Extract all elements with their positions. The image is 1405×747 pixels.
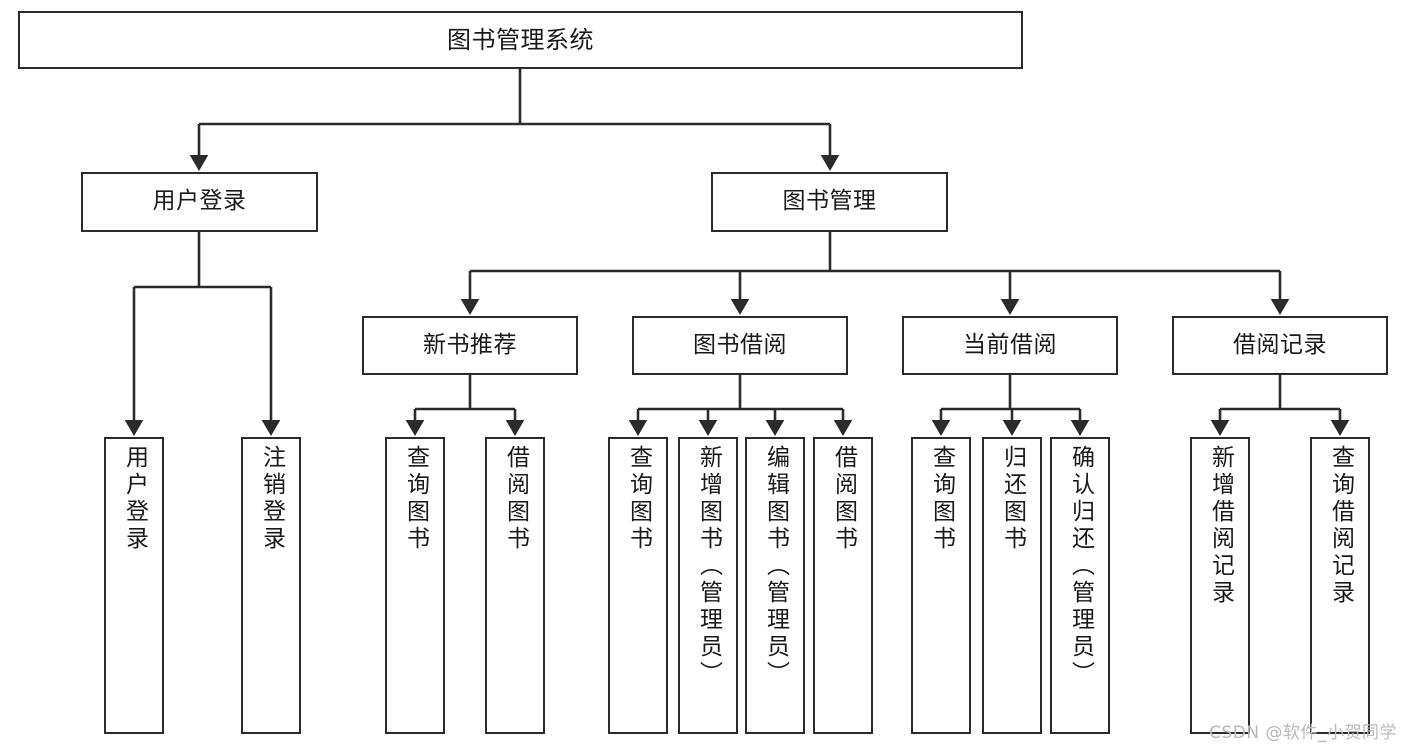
node-label: 用户登录: [152, 188, 247, 215]
node-label: 图书借阅: [693, 331, 787, 358]
node-label: 注销登录: [258, 445, 285, 553]
node-new-book-recommend[interactable]: 新书推荐: [362, 316, 578, 375]
leaf-confirm-return-admin[interactable]: 确认归还（管理员）: [1050, 437, 1110, 734]
node-label: 归还图书: [999, 445, 1026, 553]
leaf-query-book-borrow[interactable]: 查询图书: [608, 437, 668, 734]
leaf-borrow-book-recommend[interactable]: 借阅图书: [485, 437, 545, 734]
leaf-edit-book-admin[interactable]: 编辑图书（管理员）: [745, 437, 805, 734]
leaf-user-login[interactable]: 用户登录: [104, 437, 164, 734]
node-label: 图书管理: [782, 188, 877, 215]
node-current-borrow[interactable]: 当前借阅: [902, 316, 1118, 375]
node-label: 当前借阅: [963, 331, 1057, 358]
node-label: 查询图书: [625, 445, 652, 553]
leaf-query-book-current[interactable]: 查询图书: [911, 437, 971, 734]
node-label: 新书推荐: [423, 331, 517, 358]
leaf-borrow-book[interactable]: 借阅图书: [813, 437, 873, 734]
node-book-borrow[interactable]: 图书借阅: [632, 316, 848, 375]
leaf-query-book-recommend[interactable]: 查询图书: [385, 437, 445, 734]
node-user-login[interactable]: 用户登录: [81, 172, 318, 232]
node-borrow-record[interactable]: 借阅记录: [1172, 316, 1388, 375]
leaf-add-borrow-record[interactable]: 新增借阅记录: [1190, 437, 1250, 734]
leaf-return-book[interactable]: 归还图书: [982, 437, 1042, 734]
node-root-system[interactable]: 图书管理系统: [18, 11, 1023, 69]
node-label: 图书管理系统: [447, 25, 594, 54]
csdn-watermark: CSDN @软件_小贺同学: [1209, 723, 1397, 743]
node-label: 编辑图书（管理员）: [762, 445, 789, 688]
node-label: 用户登录: [121, 445, 148, 553]
leaf-add-book-admin[interactable]: 新增图书（管理员）: [678, 437, 738, 734]
node-label: 确认归还（管理员）: [1067, 445, 1094, 688]
node-label: 查询图书: [402, 445, 429, 553]
node-label: 借阅记录: [1233, 331, 1327, 358]
leaf-query-borrow-record[interactable]: 查询借阅记录: [1310, 437, 1370, 734]
leaf-logout[interactable]: 注销登录: [241, 437, 301, 734]
node-label: 查询图书: [928, 445, 955, 553]
node-label: 借阅图书: [830, 445, 857, 553]
node-book-manage[interactable]: 图书管理: [711, 172, 948, 232]
node-label: 查询借阅记录: [1327, 445, 1354, 607]
node-label: 借阅图书: [502, 445, 529, 553]
node-label: 新增借阅记录: [1207, 445, 1234, 607]
node-label: 新增图书（管理员）: [695, 445, 722, 688]
